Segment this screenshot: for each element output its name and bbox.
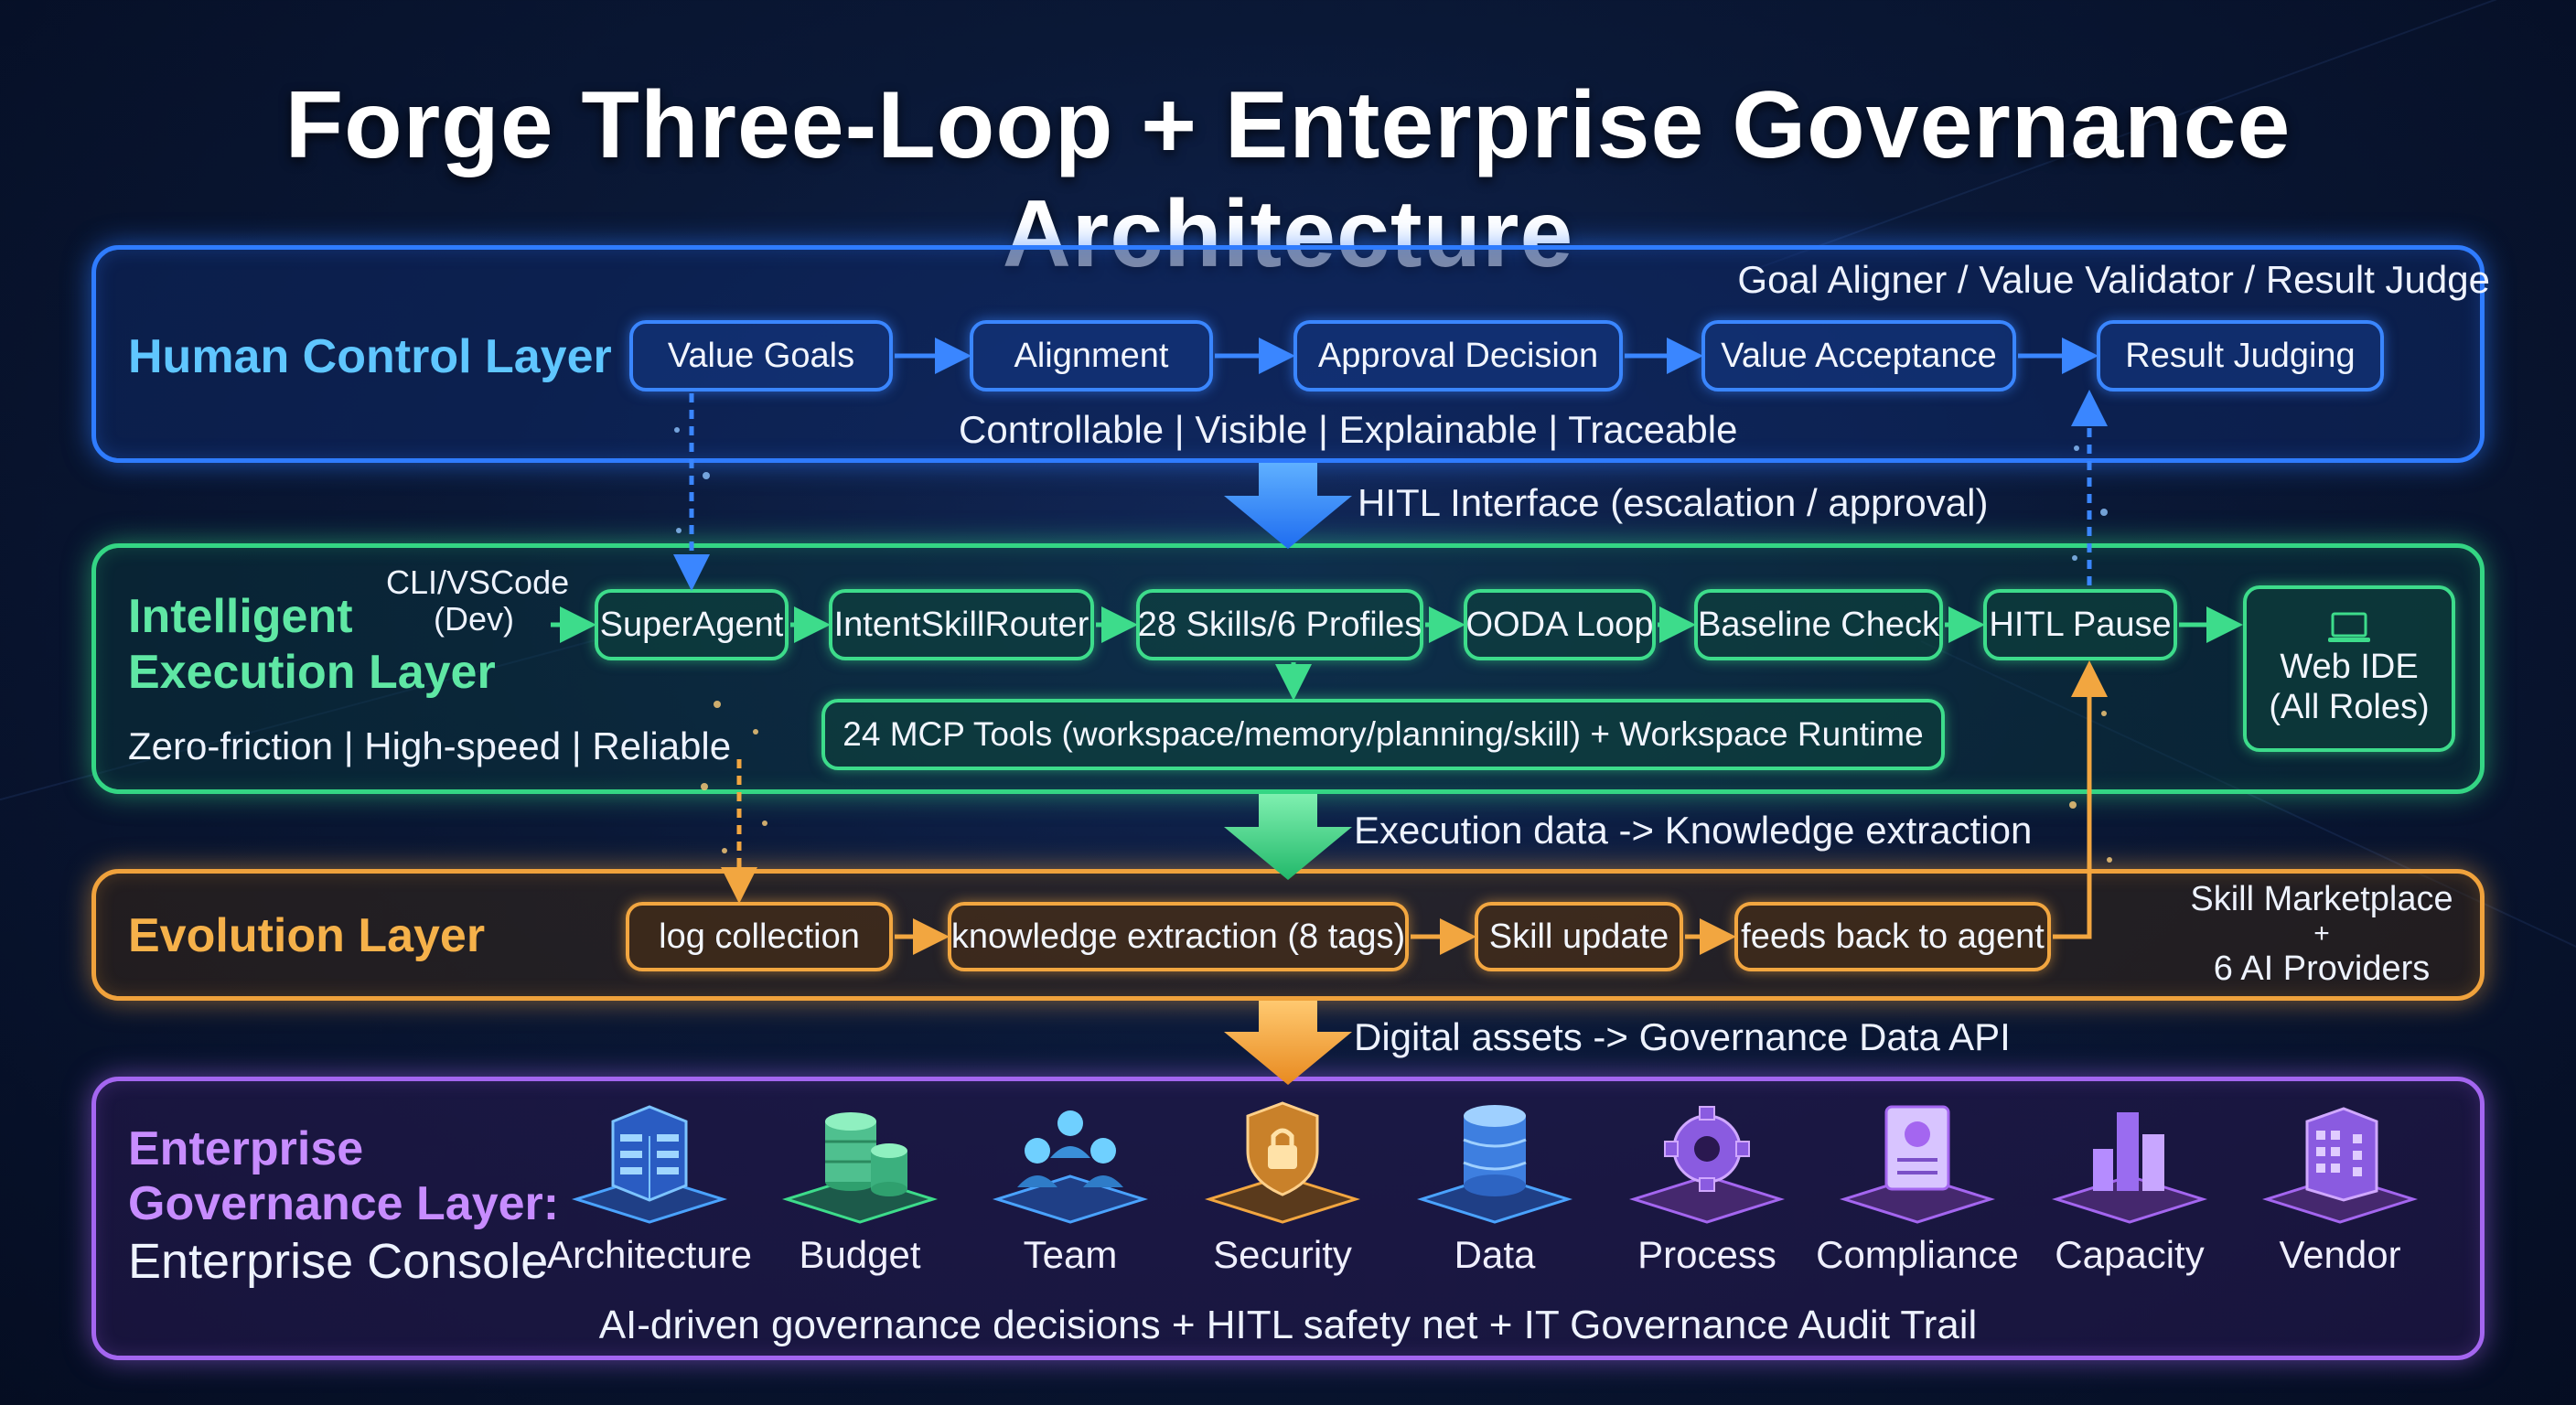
exec-tagline: Zero-friction | High-speed | Reliable xyxy=(128,724,732,767)
database-icon xyxy=(1416,1105,1573,1224)
cli-dev-label: (Dev) xyxy=(434,600,514,638)
gov-label-security: Security xyxy=(1213,1233,1352,1276)
evo-layer-label: Evolution Layer xyxy=(128,909,486,962)
human-tagline: Controllable | Visible | Explainable | T… xyxy=(959,408,1738,451)
laptop-icon xyxy=(2328,612,2370,642)
node-value-acceptance: Value Acceptance xyxy=(1701,320,2016,391)
hitl-interface-caption: HITL Interface (escalation / approval) xyxy=(1358,481,1989,524)
gov-label-capacity: Capacity xyxy=(2055,1233,2205,1276)
enterprise-console-label: Enterprise Console xyxy=(128,1234,549,1289)
gov-item-budget: Budget xyxy=(768,1094,951,1276)
node-baseline-check: Baseline Check xyxy=(1694,589,1943,660)
gov-label-compliance: Compliance xyxy=(1816,1233,2019,1276)
gov-label-team: Team xyxy=(1023,1233,1118,1276)
document-badge-icon xyxy=(1839,1105,1996,1224)
gov-label-architecture: Architecture xyxy=(546,1233,753,1276)
coin-stack-icon xyxy=(781,1112,939,1224)
mcp-tools-box: 24 MCP Tools (workspace/memory/planning/… xyxy=(821,699,1945,770)
gov-item-data: Data xyxy=(1403,1094,1586,1276)
node-result-judging: Result Judging xyxy=(2097,320,2384,391)
exec-layer-label-line2: Execution Layer xyxy=(128,646,496,699)
node-value-goals: Value Goals xyxy=(629,320,893,391)
node-superagent: SuperAgent xyxy=(595,589,789,660)
shield-lock-icon xyxy=(1204,1101,1361,1224)
human-roles-caption: Goal Aligner / Value Validator / Result … xyxy=(1737,258,2490,301)
web-ide-box: Web IDE (All Roles) xyxy=(2243,585,2455,752)
node-hitl-pause: HITL Pause xyxy=(1983,589,2177,660)
gov-item-capacity: Capacity xyxy=(2038,1094,2221,1276)
gov-label-data: Data xyxy=(1454,1233,1536,1276)
node-knowledge-extraction: knowledge extraction (8 tags) xyxy=(948,902,1409,971)
server-rack-icon xyxy=(571,1105,728,1224)
governance-footer: AI-driven governance decisions + HITL sa… xyxy=(598,1303,1978,1347)
marketplace-plus: + xyxy=(2313,918,2330,949)
human-layer-label: Human Control Layer xyxy=(128,330,612,383)
node-skills-profiles: 28 Skills/6 Profiles xyxy=(1136,589,1423,660)
exec-layer-label-line1: Intelligent xyxy=(128,590,353,643)
digital-assets-caption: Digital assets -> Governance Data API xyxy=(1354,1015,2011,1058)
page-title: Forge Three-Loop + Enterprise Governance… xyxy=(284,72,2292,287)
node-intent-skill-router: IntentSkillRouter xyxy=(829,589,1094,660)
gov-item-compliance: Compliance xyxy=(1816,1094,2019,1276)
gov-item-vendor: Vendor xyxy=(2249,1094,2431,1276)
ai-providers-label: 6 AI Providers xyxy=(2213,949,2431,988)
gov-layer-label-line1: Enterprise xyxy=(128,1122,364,1175)
web-ide-roles: (All Roles) xyxy=(2269,688,2430,726)
gov-label-budget: Budget xyxy=(799,1233,921,1276)
node-feeds-back: feeds back to agent xyxy=(1734,902,2051,971)
gear-icon xyxy=(1628,1106,1786,1224)
team-icon xyxy=(992,1110,1149,1224)
gov-item-team: Team xyxy=(979,1094,1162,1276)
gov-label-vendor: Vendor xyxy=(2279,1233,2401,1276)
node-approval-decision: Approval Decision xyxy=(1293,320,1623,391)
gov-item-security: Security xyxy=(1191,1094,1374,1276)
gov-label-process: Process xyxy=(1637,1233,1776,1276)
skill-marketplace-label: Skill Marketplace xyxy=(2190,880,2453,918)
cli-vscode-label: CLI/VSCode xyxy=(386,563,570,601)
gov-item-process: Process xyxy=(1615,1094,1798,1276)
node-ooda-loop: OODA Loop xyxy=(1464,589,1656,660)
bar-towers-icon xyxy=(2051,1112,2208,1224)
execution-down-arrow xyxy=(1224,794,1352,880)
hitl-down-arrow xyxy=(1224,463,1352,549)
building-icon xyxy=(2261,1107,2419,1224)
execution-data-caption: Execution data -> Knowledge extraction xyxy=(1354,809,2033,852)
node-skill-update: Skill update xyxy=(1475,902,1683,971)
web-ide-label: Web IDE xyxy=(2280,648,2419,686)
evolution-down-arrow xyxy=(1224,1001,1352,1085)
gov-layer-label-line2: Governance Layer: xyxy=(128,1177,560,1230)
node-alignment: Alignment xyxy=(970,320,1213,391)
gov-item-architecture: Architecture xyxy=(547,1094,752,1276)
node-log-collection: log collection xyxy=(626,902,893,971)
